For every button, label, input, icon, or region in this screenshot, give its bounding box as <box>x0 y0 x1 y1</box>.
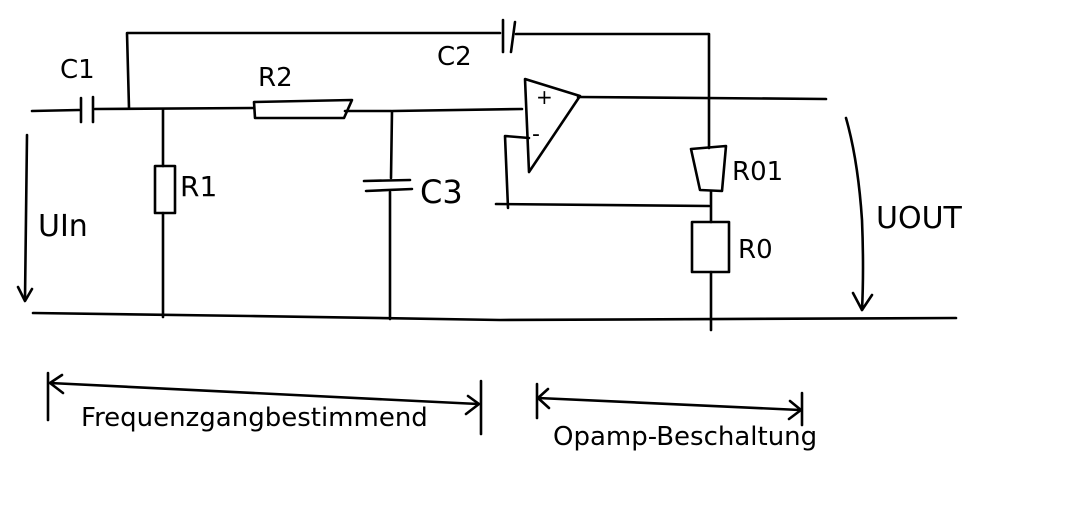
resistor-r1 <box>153 164 177 215</box>
opamp-minus-sign: - <box>532 122 540 147</box>
plus-input-wire <box>391 107 524 113</box>
node-wire-c1-r2 <box>93 106 255 111</box>
c2-feedback-wire-right <box>514 32 711 150</box>
capacitor-c3 <box>362 178 414 193</box>
c3-wire-top <box>389 109 394 180</box>
resistor-r2 <box>252 98 354 120</box>
opamp-triangle <box>523 77 582 174</box>
ground-rail <box>31 311 958 322</box>
input-wire <box>30 108 81 113</box>
label-c1: C1 <box>60 55 95 85</box>
label-r2: R2 <box>258 63 293 93</box>
resistor-r0 <box>690 220 731 274</box>
label-c3: C3 <box>420 173 463 211</box>
uout-arrow <box>844 116 874 312</box>
uin-arrow <box>16 133 34 303</box>
section-label-frequency: Frequenzgangbestimmend <box>81 403 428 433</box>
c2-feedback-wire-left <box>125 31 502 110</box>
feedback-divider-wire <box>494 202 711 208</box>
label-uout: UOUT <box>876 201 963 236</box>
resistor-r01 <box>689 144 728 193</box>
label-r1: R1 <box>180 170 217 203</box>
section-label-opamp: Opamp-Beschaltung <box>553 422 817 452</box>
frequency-section-bracket <box>46 371 483 436</box>
minus-input-wire <box>503 134 531 210</box>
opamp-plus-sign: + <box>536 85 553 109</box>
label-r0: R0 <box>738 235 773 265</box>
capacitor-c1 <box>79 95 95 124</box>
label-r01: R01 <box>732 157 783 187</box>
label-c2: C2 <box>437 42 472 72</box>
capacitor-c2 <box>501 18 517 54</box>
label-uin: UIn <box>38 209 88 244</box>
opamp-section-bracket <box>535 382 804 427</box>
opamp-output-wire <box>576 95 828 101</box>
